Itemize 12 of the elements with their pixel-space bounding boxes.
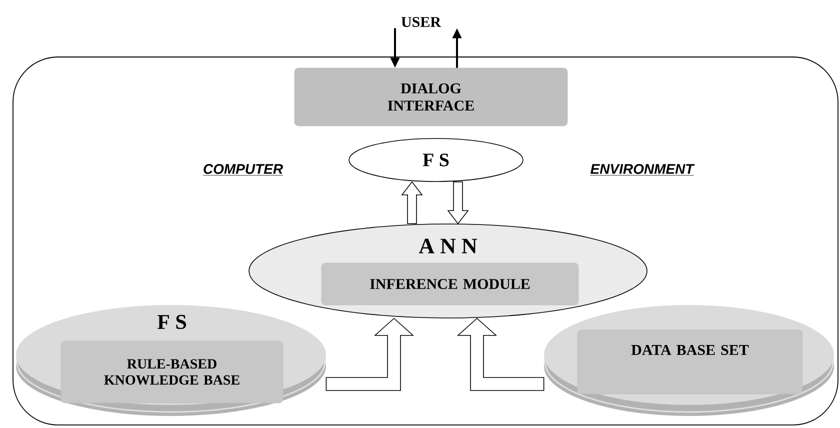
hollow-arrow — [456, 318, 544, 391]
hollow-arrow — [326, 318, 414, 391]
dialog-interface-box: DIALOG INTERFACE — [294, 68, 568, 126]
data-base-set-box: DATA BASE SET — [577, 330, 803, 394]
hollow-arrow — [447, 181, 469, 224]
section-label: ENVIRONMENT — [590, 164, 695, 176]
inference-module-box: INFERENCE MODULE — [321, 262, 579, 306]
section-label: COMPUTER — [202, 164, 284, 176]
hollow-arrow — [401, 181, 423, 224]
user-label: USER — [401, 16, 442, 28]
knowledge-base-box: RULE-BASED KNOWLEDGE BASE — [60, 340, 284, 404]
environment-frame — [12, 56, 838, 426]
